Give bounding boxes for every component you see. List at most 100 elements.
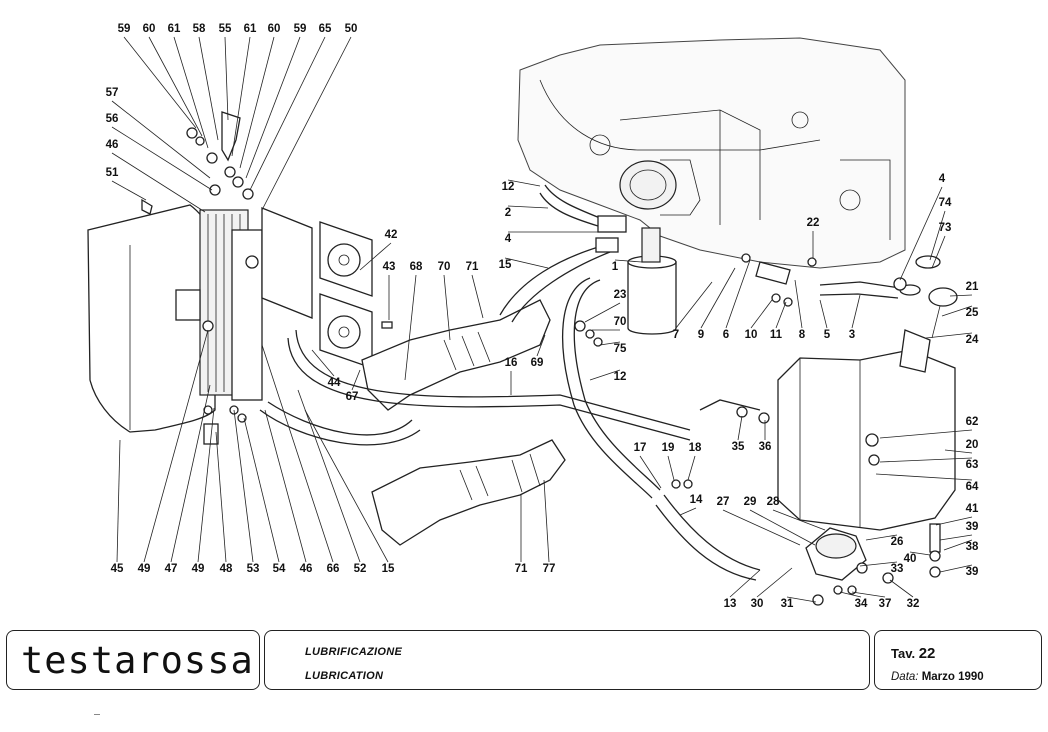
callout-leader [245,36,301,179]
callout-number: 73 [939,222,952,234]
callout-number: 59 [294,23,307,35]
callout-number: 10 [745,329,758,341]
callout-leader [941,305,973,317]
callout-number: 12 [502,181,515,193]
callout-number: 60 [143,23,156,35]
callout-leader [939,534,973,541]
callout-leader [775,301,787,329]
callout-number: 36 [759,441,772,453]
callout-leader [589,369,621,381]
callout-leader [507,179,541,187]
callout-number: 48 [220,563,233,575]
plate-value: 22 [918,645,936,662]
callout-leader [675,281,713,329]
callout-number: 29 [744,496,757,508]
callout-leader [786,596,817,603]
callout-leader [198,36,219,141]
callout-number: 74 [939,197,952,209]
callout-leader [249,36,326,191]
plate-box: Tav. 22 Data: Marzo 1990 [874,630,1042,690]
callout-leader [536,334,546,357]
callout-leader [639,455,662,489]
callout-number: 71 [515,563,528,575]
callout-number: 4 [505,233,512,245]
callout-leader [729,569,761,598]
callout-number: 7 [673,329,679,341]
callout-number: 26 [891,536,904,548]
callout-leader [772,509,826,531]
callout-number: 61 [168,23,181,35]
callout-number: 11 [770,329,783,341]
callout-number: 63 [966,459,979,471]
callout-number: 55 [219,23,232,35]
callout-number: 64 [966,481,979,493]
callout-number: 3 [849,329,855,341]
callout-leader [839,591,862,598]
callout-number: 5 [824,329,831,341]
callout-number: 75 [614,343,627,355]
callout-number: 19 [662,442,675,454]
plate-number: Tav. 22 [891,645,935,662]
callout-leader [311,349,335,377]
callout-number: 24 [966,334,979,346]
description-box: LUBRIFICAZIONE LUBRICATION [264,630,870,690]
callout-leader [944,449,973,454]
callout-leader [443,274,451,341]
callout-leader [879,457,973,463]
callout-leader [215,431,227,563]
callout-leader [264,409,307,563]
callout-number: 49 [138,563,151,575]
callout-leader [297,389,361,563]
callout-leader [584,302,621,323]
callout-leader [749,509,816,546]
callout-leader [722,509,801,546]
callout-number: 62 [966,416,979,428]
callout-number: 61 [244,23,257,35]
oil-tank [671,255,958,606]
callout-leader [899,186,943,281]
callout-number: 52 [354,563,367,575]
callout-number: 18 [689,442,702,454]
callout-leader [737,415,743,441]
oil-cooler-assembly [87,111,263,445]
callout-number: 46 [106,139,119,151]
brand-logo: testarossa [21,639,254,682]
callout-number: 15 [499,259,512,271]
callout-number: 15 [382,563,395,575]
callout-number: 2 [505,207,511,219]
callout-leader [197,407,215,563]
callout-leader [756,567,793,598]
callout-leader [231,36,251,157]
plate-label: Tav. [891,646,916,661]
callout-leader [111,100,211,179]
brand-box: testarossa [6,630,260,690]
callout-leader [111,180,147,201]
callout-leader [679,507,697,516]
callout-leader [935,516,973,526]
callout-number: 45 [111,563,124,575]
callout-leader [111,152,206,213]
callout-leader [931,235,946,269]
callout-leader [239,36,275,169]
engine-block [517,37,906,335]
callout-number: 44 [328,377,341,389]
callout-number: 13 [724,598,737,610]
callout-leader [879,429,973,439]
title-english: LUBRICATION [305,670,384,682]
title-italian: LUBRIFICAZIONE [305,646,403,658]
callout-number: 56 [106,113,119,125]
callout-number: 12 [614,371,627,383]
callout-number: 33 [891,563,904,575]
callout-number: 43 [383,261,396,273]
callout-number: 60 [268,23,281,35]
callout-number: 32 [907,598,920,610]
callout-number: 37 [879,598,892,610]
callout-leader [504,257,549,269]
callout-leader [687,455,696,481]
callout-leader [471,274,484,319]
callout-number: 40 [904,553,917,565]
callout-leader [261,36,352,211]
callout-number: 65 [319,23,332,35]
callout-number: 21 [966,281,979,293]
